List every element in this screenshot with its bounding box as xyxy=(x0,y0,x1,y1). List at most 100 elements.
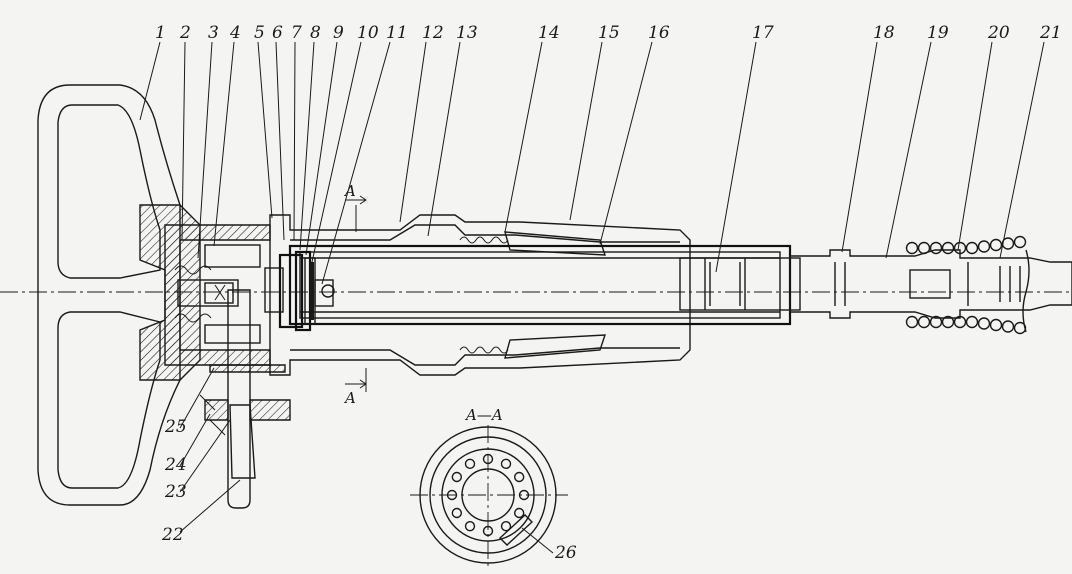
label-7: 7 xyxy=(291,23,302,43)
label-14: 14 xyxy=(538,23,560,43)
leader-line xyxy=(213,41,235,247)
label-26: 26 xyxy=(554,543,577,563)
coil-ball xyxy=(953,241,967,255)
leader-line xyxy=(999,41,1045,259)
leader-line xyxy=(957,41,993,251)
coil-ball xyxy=(989,318,1003,332)
label-24: 24 xyxy=(164,455,187,475)
label-3: 3 xyxy=(208,23,219,43)
label-4: 4 xyxy=(229,23,241,43)
label-22: 22 xyxy=(161,525,184,545)
part-labels: 1 2 3 4 5 6 7 8 9 10 11 12 13 14 15 16 1… xyxy=(155,23,1062,563)
section-ball xyxy=(464,458,476,470)
leader-line xyxy=(275,41,285,241)
leader-line xyxy=(179,479,241,533)
leader-line xyxy=(179,413,211,467)
section-ball xyxy=(500,520,512,532)
label-9: 9 xyxy=(333,23,344,43)
section-balls xyxy=(446,453,530,537)
leader-line xyxy=(504,41,543,233)
rear-cap xyxy=(164,224,271,366)
coil-ball xyxy=(977,240,991,253)
label-16: 16 xyxy=(648,23,670,43)
section-marker-top: A xyxy=(343,182,367,232)
coil-ball xyxy=(989,238,1003,252)
section-ball xyxy=(451,471,463,483)
coil-ball xyxy=(941,241,955,255)
coil-ball xyxy=(953,315,967,329)
striker xyxy=(679,257,801,311)
rear-spring xyxy=(174,265,212,323)
lever-assembly xyxy=(199,289,291,509)
leader-line xyxy=(885,41,932,259)
label-21: 21 xyxy=(1039,23,1062,43)
section-marker-bottom: A xyxy=(343,368,367,407)
leader-line xyxy=(179,367,215,429)
section-ball xyxy=(446,489,458,501)
coil-ball xyxy=(1013,235,1027,249)
coil-ball xyxy=(905,241,919,255)
label-10: 10 xyxy=(357,23,379,43)
section-ball xyxy=(518,489,530,501)
front-nozzle xyxy=(789,249,1072,319)
rotor-pack xyxy=(264,250,335,332)
section-ball xyxy=(500,458,512,470)
section-view-aa: A—A xyxy=(410,406,568,570)
label-20: 20 xyxy=(987,23,1010,43)
label-18: 18 xyxy=(873,23,895,43)
leader-line xyxy=(311,41,362,263)
leader-line xyxy=(715,41,757,273)
label-19: 19 xyxy=(927,23,949,43)
label-13: 13 xyxy=(456,23,478,43)
leader-line xyxy=(257,41,273,219)
label-11: 11 xyxy=(386,23,408,43)
coil-ball xyxy=(917,315,931,329)
leader-line xyxy=(427,41,461,237)
section-letter-bottom: A xyxy=(343,389,356,407)
section-ball xyxy=(482,525,494,537)
section-title: A—A xyxy=(464,406,503,424)
leader-line xyxy=(841,41,878,253)
center-stud xyxy=(177,279,239,307)
label-1: 1 xyxy=(155,23,166,43)
label-8: 8 xyxy=(310,23,321,43)
leader-line xyxy=(305,41,338,256)
leader-line xyxy=(599,41,653,245)
leader-line xyxy=(139,41,161,121)
section-ball xyxy=(513,471,525,483)
leader-line xyxy=(569,41,603,221)
leader-line xyxy=(197,41,213,259)
label-25: 25 xyxy=(164,417,187,437)
label-2: 2 xyxy=(179,23,191,43)
label-15: 15 xyxy=(598,23,620,43)
leader-line xyxy=(521,527,554,554)
coil-end xyxy=(1022,249,1030,333)
section-ball xyxy=(482,453,494,465)
section-letter-top: A xyxy=(343,182,356,200)
leader-line xyxy=(399,41,427,223)
leader-line xyxy=(299,41,315,251)
label-12: 12 xyxy=(422,23,444,43)
coil-ball xyxy=(977,317,991,330)
label-6: 6 xyxy=(272,23,283,43)
coil-ball xyxy=(929,241,943,255)
coil-ball xyxy=(1001,320,1015,333)
label-5: 5 xyxy=(254,23,265,43)
coil-ball xyxy=(905,315,919,329)
leader-line xyxy=(179,419,231,493)
section-ball xyxy=(464,520,476,532)
leader-line xyxy=(293,41,296,241)
label-23: 23 xyxy=(164,482,187,502)
coil-ball xyxy=(917,241,931,255)
coil-ball xyxy=(965,315,979,329)
leader-lines xyxy=(139,41,1045,554)
label-17: 17 xyxy=(752,23,774,43)
section-ball xyxy=(451,507,463,519)
leader-line xyxy=(321,41,391,285)
section-ball xyxy=(513,507,525,519)
coil-ball xyxy=(941,315,955,329)
coil-ball xyxy=(929,315,943,329)
leader-line xyxy=(181,41,186,241)
